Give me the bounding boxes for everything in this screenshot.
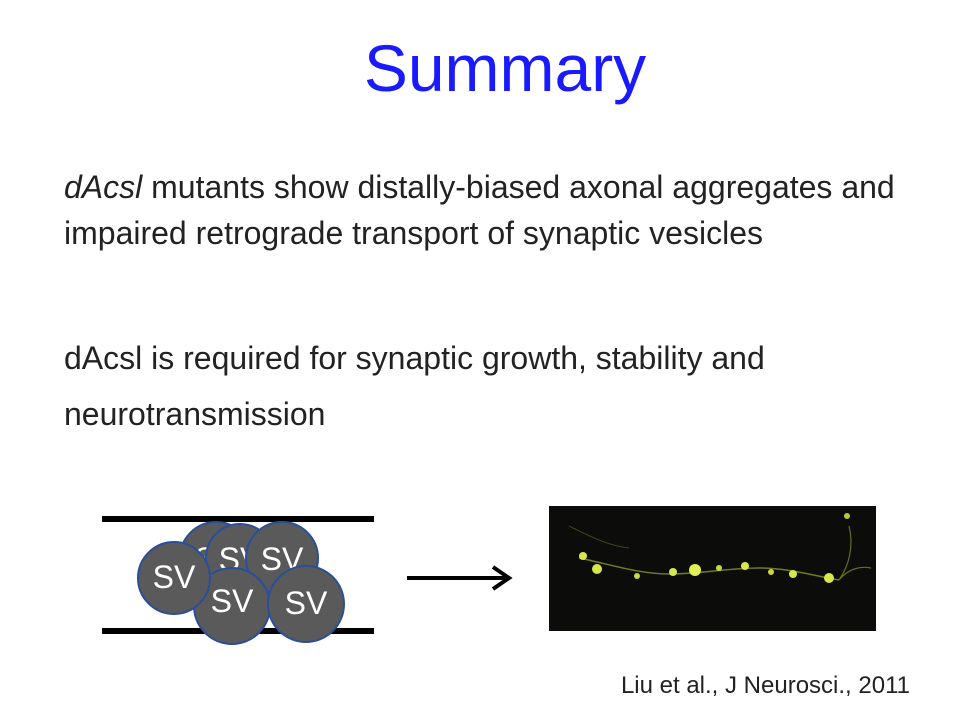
vesicle-label: SV bbox=[153, 559, 196, 595]
gene-name-italic: dAcsl bbox=[64, 169, 143, 205]
vesicle: SV bbox=[193, 567, 271, 645]
vesicle: SV bbox=[267, 565, 345, 643]
bullet-dacsl-mutants: dAcsl mutants show distally-biased axona… bbox=[64, 164, 924, 256]
arrow-right-icon bbox=[407, 565, 513, 591]
vesicle-cluster: SV SV SV SV SV SV bbox=[137, 521, 345, 645]
vesicle: SV bbox=[137, 541, 211, 615]
slide-title: Summary bbox=[363, 31, 647, 105]
bullet-dacsl-required: dAcsl is required for synaptic growth, s… bbox=[64, 340, 765, 432]
micrograph-image bbox=[568, 513, 872, 583]
axon-upper-membrane bbox=[102, 516, 374, 522]
vesicle-label: SV bbox=[211, 583, 254, 619]
bullet-1-text: mutants show distally-biased axonal aggr… bbox=[64, 169, 895, 251]
axon-micrograph bbox=[549, 506, 876, 631]
axon-aggregate-diagram: SV SV SV SV SV SV bbox=[102, 516, 374, 645]
citation: Liu et al., J Neurosci., 2011 bbox=[620, 672, 910, 699]
vesicle-label: SV bbox=[285, 585, 328, 621]
